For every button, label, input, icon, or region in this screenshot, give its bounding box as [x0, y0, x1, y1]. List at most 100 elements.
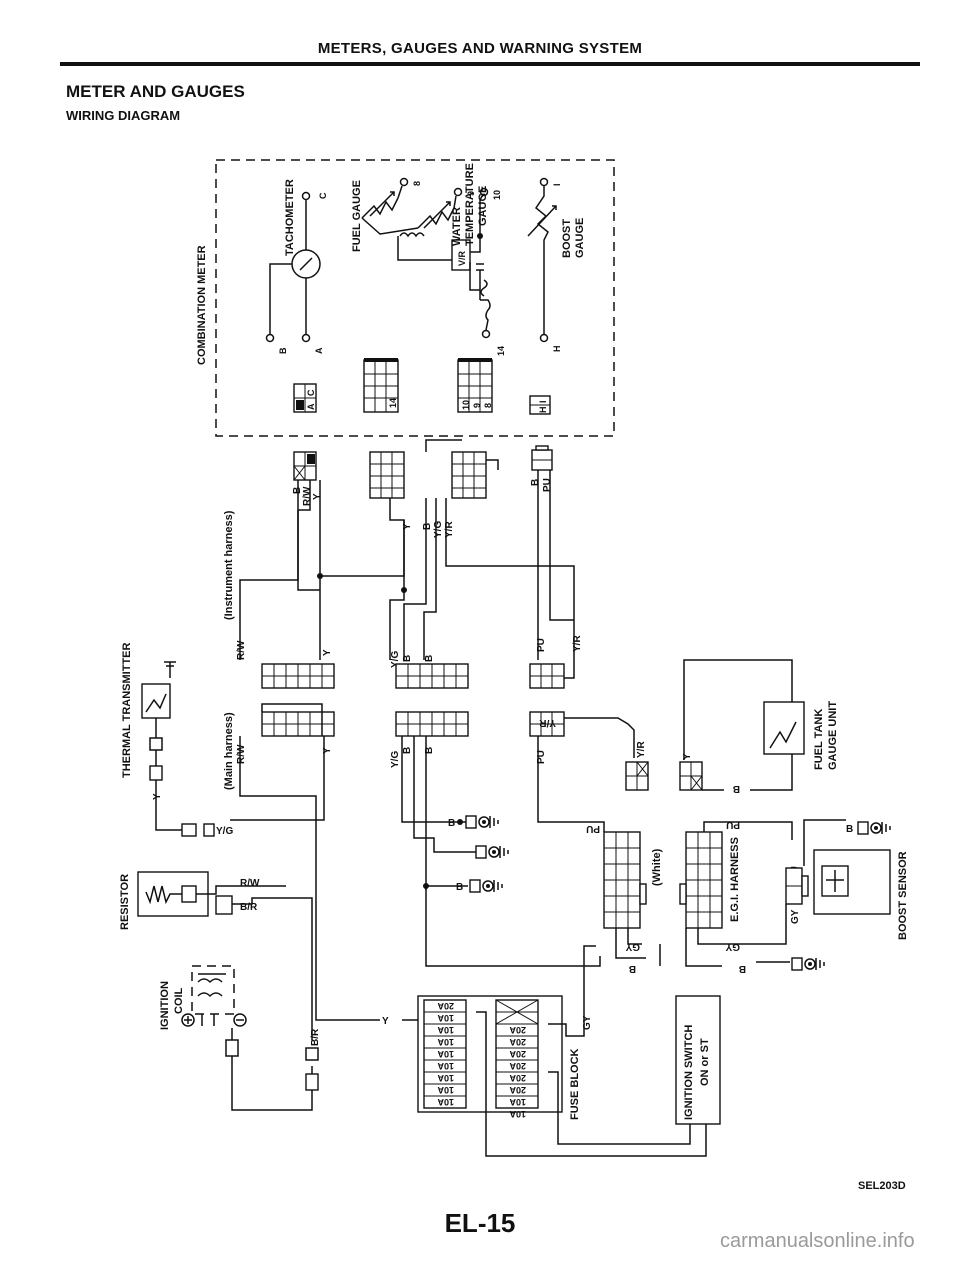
resistor-label: RESISTOR	[119, 874, 131, 930]
egi-connectors: (White) E.G.I. HARNESS GY B GY B PU	[603, 819, 793, 974]
svg-text:8: 8	[483, 403, 493, 408]
terminal-h	[539, 333, 549, 343]
terminal-9	[453, 187, 463, 197]
svg-text:B: B	[456, 882, 463, 893]
svg-text:Y/R: Y/R	[444, 521, 455, 538]
terminal-b-label: B	[278, 347, 288, 354]
instrument-harness-connectors: (Instrument harness)	[223, 445, 553, 620]
instrument-wire-labels: B R/W Y Y B Y/G Y/R B PU	[292, 478, 553, 538]
junction-upper-right	[529, 663, 565, 689]
footer-watermark: carmanualsonline.info	[720, 1230, 915, 1252]
svg-text:Y/R: Y/R	[572, 635, 583, 652]
boost-gauge-arrow	[527, 205, 557, 237]
main-harness-label: (Main harness)	[223, 712, 235, 790]
fuel-gauge-coil	[361, 197, 399, 219]
svg-text:10A: 10A	[509, 1109, 526, 1119]
fuel-and-water-gauges: FUEL GAUGE 8 9 V/R 10 14	[351, 163, 506, 356]
svg-text:Y/R: Y/R	[539, 717, 556, 728]
ignition-switch: IGNITION SWITCH ON or ST	[675, 995, 721, 1140]
svg-text:Y/R: Y/R	[636, 741, 647, 758]
terminal-c	[301, 191, 311, 201]
boost-gauge-coil	[534, 186, 549, 334]
svg-text:B: B	[402, 747, 413, 754]
page-number: EL-15	[444, 1208, 516, 1238]
combination-meter: COMBINATION METER TACHOMETER C A B FUEL …	[196, 159, 615, 437]
thermal-transmitter: THERMAL TRANSMITTER Y Y/G	[121, 642, 233, 837]
terminal-b	[265, 333, 275, 343]
fuel-gauge-label: FUEL GAUGE	[351, 180, 363, 252]
voltage-regulator-label: V/R	[457, 250, 467, 266]
section-title: METER AND GAUGES	[66, 82, 245, 101]
svg-text:10: 10	[461, 400, 471, 410]
boost-gauge: I H BOOST GAUGE	[527, 177, 586, 352]
terminal-8	[399, 177, 409, 187]
svg-text:H: H	[538, 407, 548, 414]
svg-text:B: B	[448, 818, 455, 829]
junction-lower-right	[529, 711, 565, 737]
header-rule	[60, 62, 920, 66]
terminal-9-label: 9	[466, 191, 476, 196]
svg-text:PU: PU	[726, 819, 740, 830]
combination-meter-label: COMBINATION METER	[196, 245, 208, 365]
svg-text:R/W: R/W	[236, 640, 247, 660]
svg-text:10A: 10A	[437, 1025, 454, 1035]
ignition-switch-label-2: ON or ST	[699, 1038, 711, 1086]
svg-text:20A: 20A	[509, 1037, 526, 1047]
fuse-column-left: 20A 10A 10A 10A 10A 10A 10A 10A 10A	[424, 1001, 466, 1107]
svg-text:Y: Y	[322, 747, 333, 754]
capacitor	[476, 263, 484, 300]
svg-text:20A: 20A	[509, 1025, 526, 1035]
ground-3: B	[456, 879, 503, 893]
meter-connector-4: I H	[529, 395, 551, 415]
svg-text:GY: GY	[790, 909, 801, 924]
svg-text:I: I	[538, 400, 548, 403]
water-temp-label-2: TEMPERATURE	[464, 163, 476, 246]
terminal-14-label: 14	[496, 346, 506, 356]
section-subtitle: WIRING DIAGRAM	[66, 108, 181, 123]
svg-text:B: B	[424, 747, 435, 754]
harness-connector-b	[369, 451, 405, 499]
svg-text:Y/G: Y/G	[433, 521, 444, 538]
instrument-harness-label: (Instrument harness)	[223, 510, 235, 620]
svg-text:Y: Y	[382, 1016, 389, 1027]
svg-text:PU: PU	[586, 823, 600, 834]
svg-text:Y: Y	[312, 493, 323, 500]
terminal-i-label: I	[552, 183, 562, 186]
svg-text:PU: PU	[536, 750, 547, 764]
gauge-coil-symbol	[399, 232, 425, 238]
svg-text:10A: 10A	[509, 1097, 526, 1107]
svg-text:Y/G: Y/G	[390, 751, 401, 768]
svg-text:B: B	[424, 655, 435, 662]
water-temp-label-1: WATER	[451, 207, 463, 246]
main-harness-wires: R/W Y Y/G B B Y/R Y/R PU PU	[230, 703, 647, 1021]
meter-connector-2: 14	[363, 358, 399, 413]
svg-text:Y: Y	[682, 753, 693, 760]
page-header-title: METERS, GAUGES AND WARNING SYSTEM	[317, 40, 643, 57]
instrument-main-wires: R/W Y Y/G B B PU Y/R	[236, 439, 583, 679]
svg-text:20A: 20A	[509, 1073, 526, 1083]
junction-connectors: (Main harness)	[223, 663, 565, 790]
thermal-transmitter-body	[141, 683, 171, 719]
diagram-code: SEL203D	[858, 1180, 906, 1192]
svg-text:10A: 10A	[437, 1013, 454, 1023]
ignition-coil-positive-terminal	[184, 1016, 192, 1024]
svg-text:Y: Y	[152, 793, 163, 800]
tachometer-needle	[299, 257, 313, 271]
ignition-switch-label-1: IGNITION SWITCH	[683, 1025, 695, 1120]
thermal-ground	[164, 661, 176, 678]
svg-text:20A: 20A	[509, 1049, 526, 1059]
fuse-column-right: 20A 20A 20A 20A 20A 20A 10A 10A	[495, 999, 539, 1119]
terminal-14	[481, 329, 491, 339]
svg-text:20A: 20A	[509, 1085, 526, 1095]
fuel-tank-label-1: FUEL TANK	[813, 709, 825, 770]
terminal-a	[301, 333, 311, 343]
svg-text:B: B	[295, 403, 305, 410]
svg-text:C: C	[306, 389, 316, 396]
svg-text:Y/G: Y/G	[390, 651, 401, 668]
tachometer-wires	[269, 200, 307, 334]
boost-gauge-label-2: GAUGE	[574, 218, 586, 258]
water-gauge-coil	[417, 207, 455, 229]
tachometer-label: TACHOMETER	[284, 179, 296, 256]
svg-text:Y: Y	[402, 523, 413, 530]
